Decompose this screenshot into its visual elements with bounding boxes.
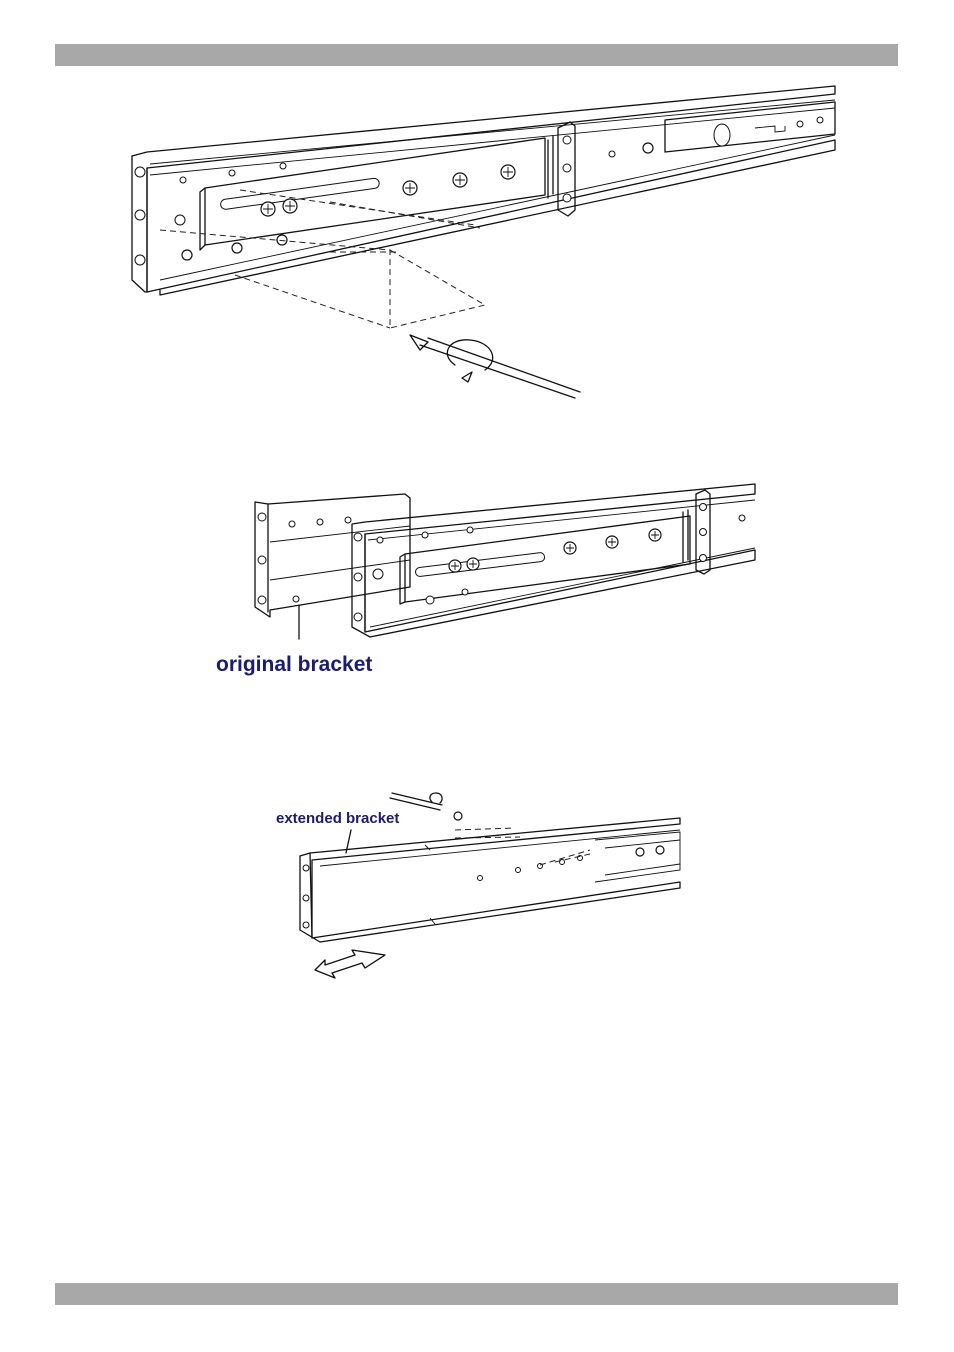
figure-original-bracket: original bracket [0, 482, 954, 692]
original-bracket-label: original bracket [216, 653, 372, 676]
footer-bar [55, 1283, 898, 1305]
figure-rail-screw-removal [0, 80, 954, 410]
extended-bracket-label: extended bracket [276, 810, 399, 827]
rail-screw-removal-illustration [0, 80, 954, 410]
header-bar [55, 44, 898, 66]
extended-bracket-illustration: extended bracket [0, 790, 954, 990]
original-bracket-illustration: original bracket [0, 482, 954, 692]
figure-extended-bracket: extended bracket [0, 790, 954, 990]
